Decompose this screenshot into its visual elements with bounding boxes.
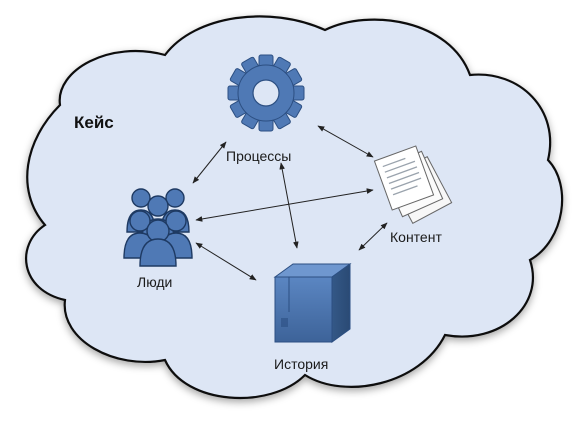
- node-label-history: История: [274, 356, 329, 372]
- edges: [192, 125, 388, 281]
- edge-processes-content: [317, 125, 374, 158]
- diagram-title: Кейс: [74, 113, 114, 132]
- node-label-people: Люди: [137, 274, 173, 290]
- documents-icon: [373, 145, 453, 224]
- box-icon: [273, 263, 352, 343]
- edge-content-history: [358, 222, 388, 251]
- edge-people-content: [195, 188, 374, 222]
- node-label-processes: Процессы: [226, 148, 292, 164]
- node-label-content: Контент: [390, 229, 442, 245]
- edge-people-history: [195, 242, 257, 281]
- edge-processes-people: [192, 141, 227, 184]
- gear-icon: [227, 54, 305, 132]
- people-icon: [123, 188, 193, 267]
